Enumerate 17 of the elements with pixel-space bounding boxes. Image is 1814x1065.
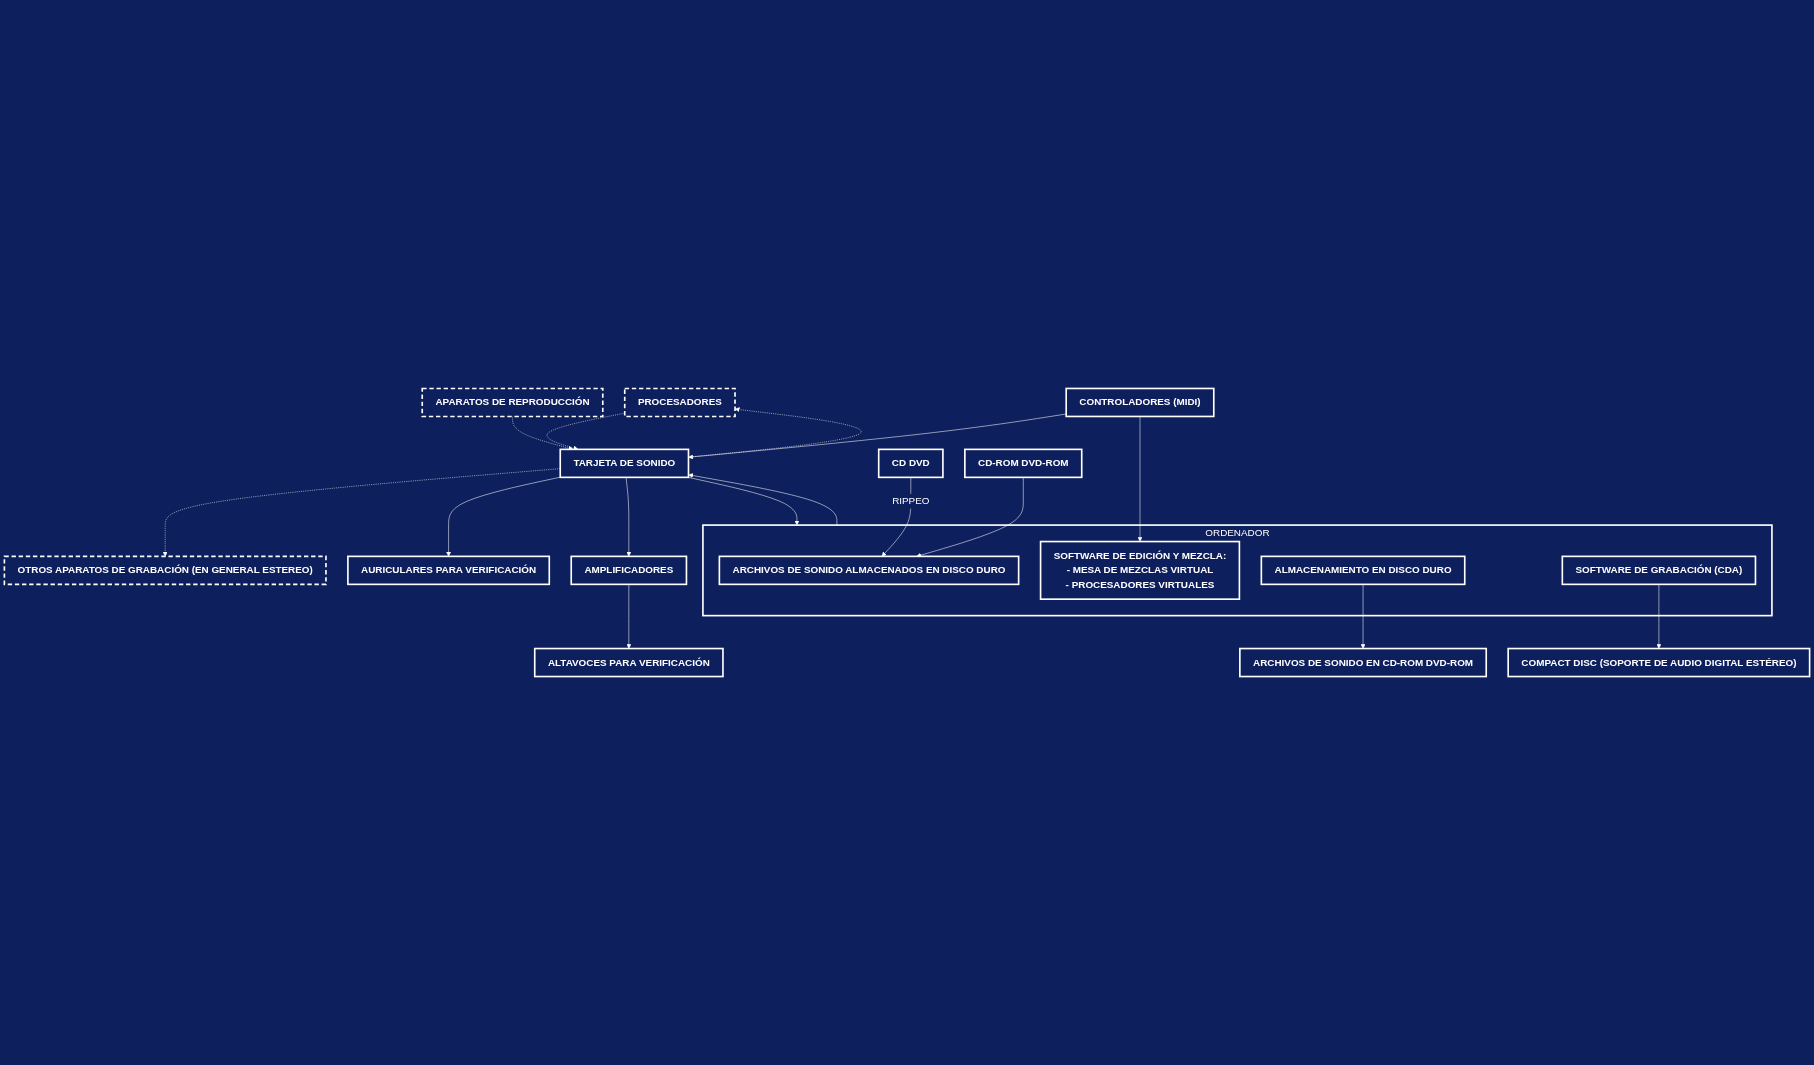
node-box: PROCESADORES — [623, 387, 736, 418]
node-box: SOFTWARE DE GRABACIÓN (CDA) — [1561, 555, 1757, 586]
node-box: OTROS APARATOS DE GRABACIÓN (EN GENERAL ESTEREO) — [3, 555, 327, 586]
node-box: TARJETA DE SONIDO — [559, 448, 690, 479]
node-box: ALMACENAMIENTO EN DISCO DURO — [1260, 555, 1466, 586]
node-box: ARCHIVOS DE SONIDO EN CD-ROM DVD-ROM — [1239, 647, 1488, 678]
node-box: SOFTWARE DE EDICIÓN Y MEZCLA: - MESA DE MEZCLAS VIRTUAL - PROCESADORES VIRTUALES — [1039, 540, 1241, 600]
node-box: COMPACT DISC (SOPORTE DE AUDIO DIGITAL ESTÉREO) — [1507, 647, 1811, 678]
node-box: AMPLIFICADORES — [570, 555, 688, 586]
edge-label: RIPPEO — [892, 495, 930, 507]
node-box: ALTAVOCES PARA VERIFICACIÓN — [533, 647, 724, 678]
node-box: CD-ROM DVD-ROM — [964, 448, 1083, 479]
node-box: APARATOS DE REPRODUCCIÓN — [421, 387, 604, 418]
node-box: ARCHIVOS DE SONIDO ALMACENADOS EN DISCO DURO — [718, 555, 1020, 586]
node-box: CD DVD — [877, 448, 944, 479]
node-box: CONTROLADORES (MIDI) — [1065, 387, 1215, 418]
node-box: AURICULARES PARA VERIFICACIÓN — [347, 555, 551, 586]
